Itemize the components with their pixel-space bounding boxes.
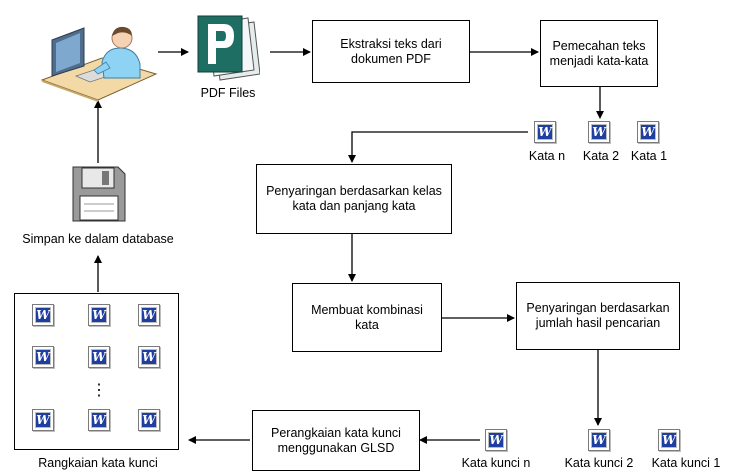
word-doc-icon: W xyxy=(138,304,160,326)
word-doc-icon: W xyxy=(658,429,680,451)
rangkaian-label: Rangkaian kata kunci xyxy=(38,456,158,470)
ekstraksi-box: Ekstraksi teks dari dokumen PDF xyxy=(312,20,470,83)
word-doc-icon: W xyxy=(32,409,54,431)
pdf-files-label: PDF Files xyxy=(200,86,256,100)
word-doc-icon: W xyxy=(88,304,110,326)
word-doc-icon: W xyxy=(88,346,110,368)
membuat-kombinasi-text: Membuat kombinasi kata xyxy=(311,302,423,332)
word-doc-icon: W xyxy=(534,121,556,143)
kata-n-label: Kata n xyxy=(528,149,566,163)
perangkaian-box: Perangkaian kata kunci menggunakan GLSD xyxy=(252,410,420,471)
pemecahan-box: Pemecahan teks menjadi kata-kata xyxy=(540,20,658,87)
floppy-disk-icon xyxy=(72,166,126,222)
kata-kunci-2-label: Kata kunci 2 xyxy=(564,456,634,470)
kata-kunci-n-label: Kata kunci n xyxy=(461,456,531,470)
membuat-kombinasi-box: Membuat kombinasi kata xyxy=(292,283,442,352)
ekstraksi-text: Ekstraksi teks dari dokumen PDF xyxy=(340,36,442,66)
word-doc-icon: W xyxy=(138,346,160,368)
word-doc-icon: W xyxy=(485,429,507,451)
kata-2-label: Kata 2 xyxy=(582,149,620,163)
user-computer-icon xyxy=(40,18,158,102)
word-doc-icon: W xyxy=(637,121,659,143)
penyaringan-jumlah-text: Penyaringan berdasarkan jumlah hasil pen… xyxy=(526,301,670,330)
rangkaian-grid: W W W W W W ⋮ W W W xyxy=(14,293,179,450)
word-doc-icon: W xyxy=(588,429,610,451)
word-doc-icon: W xyxy=(588,121,610,143)
perangkaian-text: Perangkaian kata kunci menggunakan GLSD xyxy=(271,425,401,455)
kata-kunci-1-label: Kata kunci 1 xyxy=(651,456,721,470)
pemecahan-text: Pemecahan teks menjadi kata-kata xyxy=(549,38,649,68)
penyaringan-kelas-box: Penyaringan berdasarkan kelas kata dan p… xyxy=(256,164,452,234)
word-doc-icon: W xyxy=(138,409,160,431)
arrow-words-to-penyaringan xyxy=(348,131,528,163)
pdf-files-icon xyxy=(196,14,261,82)
penyaringan-kelas-text: Penyaringan berdasarkan kelas kata dan p… xyxy=(266,184,442,213)
penyaringan-jumlah-box: Penyaringan berdasarkan jumlah hasil pen… xyxy=(516,282,680,350)
word-doc-icon: W xyxy=(32,304,54,326)
simpan-label: Simpan ke dalam database xyxy=(22,232,174,246)
kata-1-label: Kata 1 xyxy=(630,149,668,163)
word-doc-icon: W xyxy=(32,346,54,368)
ellipsis-icon: ⋮ xyxy=(91,382,107,399)
word-doc-icon: W xyxy=(88,409,110,431)
